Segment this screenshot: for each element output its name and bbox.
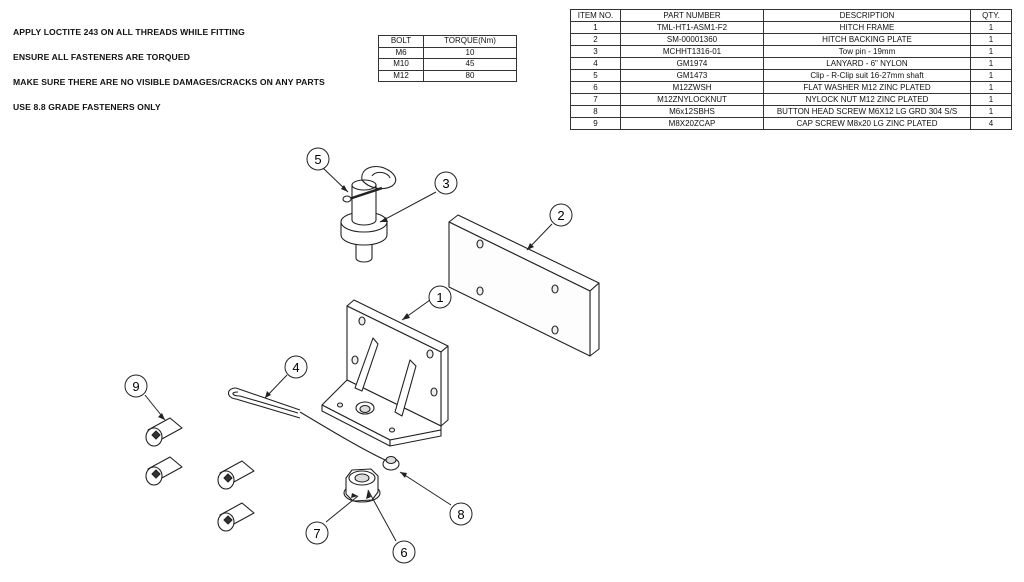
- table-row: M10 45: [378, 58, 517, 71]
- callout-2-label: 2: [557, 208, 564, 223]
- lanyard-drawing: [227, 387, 386, 461]
- callout-8-label: 8: [457, 507, 464, 522]
- callout-1-label: 1: [436, 290, 443, 305]
- callout-3: 3: [434, 171, 458, 195]
- torque-cell: 10: [423, 46, 517, 59]
- table-row: 6 M12ZWSH FLAT WASHER M12 ZINC PLATED 1: [570, 81, 1012, 94]
- torque-col-bolt: BOLT: [378, 35, 424, 48]
- bom-cell: M8X20ZCAP: [620, 117, 764, 130]
- cap-screws-drawing: [145, 417, 255, 532]
- callout-2: 2: [549, 203, 573, 227]
- button-head-screw-drawing: [382, 455, 400, 471]
- callout-4-label: 4: [292, 360, 299, 375]
- torque-col-torque: TORQUE(Nm): [423, 35, 517, 48]
- table-row: M12 80: [378, 69, 517, 82]
- hitch-frame-drawing: [321, 299, 449, 447]
- torque-table-header: BOLT TORQUE(Nm): [378, 35, 517, 48]
- tow-pin-drawing: [340, 179, 388, 263]
- callout-6-label: 6: [400, 545, 407, 560]
- callout-5: 5: [306, 147, 330, 171]
- note-grade: USE 8.8 GRADE FASTENERS ONLY: [13, 102, 161, 112]
- table-row: 5 GM1473 Clip - R-Clip suit 16-27mm shaf…: [570, 69, 1012, 82]
- backing-plate-drawing: [448, 214, 600, 357]
- callout-9-label: 9: [132, 379, 139, 394]
- callout-5-label: 5: [314, 152, 321, 167]
- torque-table: BOLT TORQUE(Nm) M6 10 M10 45 M12 80: [378, 35, 517, 82]
- leader-arrowheads: [158, 185, 534, 499]
- assembly-notes: APPLY LOCTITE 243 ON ALL THREADS WHILE F…: [13, 27, 325, 127]
- table-row: 9 M8X20ZCAP CAP SCREW M8x20 LG ZINC PLAT…: [570, 117, 1012, 130]
- callout-7-label: 7: [313, 526, 320, 541]
- table-row: 3 MCHHT1316-01 Tow pin - 19mm 1: [570, 45, 1012, 58]
- bom-cell: 1: [970, 105, 1012, 118]
- callout-1: 1: [428, 285, 452, 309]
- table-row: 7 M12ZNYLOCKNUT NYLOCK NUT M12 ZINC PLAT…: [570, 93, 1012, 106]
- callout-6: 6: [392, 540, 416, 564]
- callout-9: 9: [124, 374, 148, 398]
- nut-and-washer-drawing: [343, 468, 381, 503]
- note-damage: MAKE SURE THERE ARE NO VISIBLE DAMAGES/C…: [13, 77, 325, 87]
- callout-balloons: 1 2 3 4 5 6 7 8: [124, 147, 573, 564]
- bill-of-materials-table: ITEM NO. PART NUMBER DESCRIPTION QTY. 1 …: [570, 9, 1012, 130]
- callout-8: 8: [449, 502, 473, 526]
- note-torque: ENSURE ALL FASTENERS ARE TORQUED: [13, 52, 191, 62]
- table-row: 2 SM-00001360 HITCH BACKING PLATE 1: [570, 33, 1012, 46]
- bom-cell: CAP SCREW M8x20 LG ZINC PLATED: [763, 117, 971, 130]
- torque-cell: 80: [423, 69, 517, 82]
- r-clip-drawing: [342, 165, 397, 203]
- table-row: 1 TML-HT1-ASM1-F2 HITCH FRAME 1: [570, 21, 1012, 34]
- table-row: M6 10: [378, 46, 517, 59]
- callout-7: 7: [305, 521, 329, 545]
- callout-3-label: 3: [442, 176, 449, 191]
- bom-cell: 4: [970, 117, 1012, 130]
- callout-4: 4: [284, 355, 308, 379]
- note-loctite: APPLY LOCTITE 243 ON ALL THREADS WHILE F…: [13, 27, 245, 37]
